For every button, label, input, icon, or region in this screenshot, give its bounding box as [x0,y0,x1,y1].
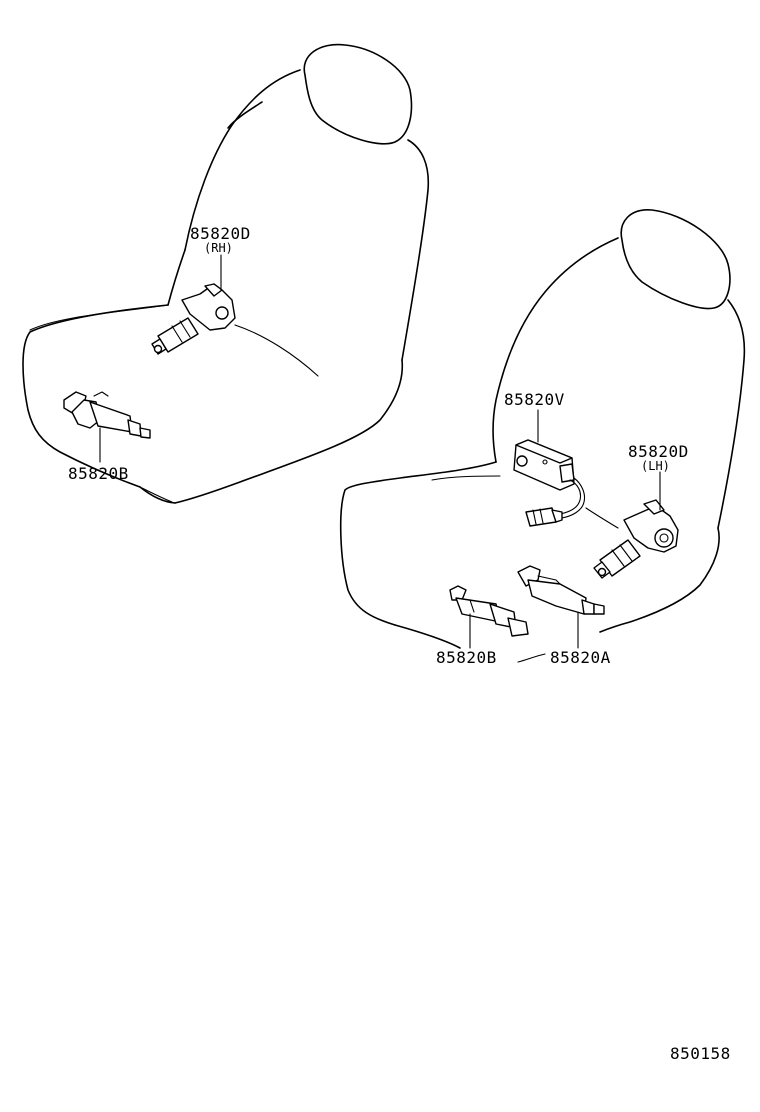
lh-switch-a [517,565,605,615]
lh-motor-part-number: 85820D [628,442,689,461]
lh-side-label: (LH) [641,459,670,473]
rh-switch-part-number: 85820B [68,464,129,483]
rh-switch [63,391,151,439]
lh-switch-b [449,585,529,637]
rh-motor-part-number: 85820D [190,224,251,243]
lh-switch-b-part-number: 85820B [436,648,497,667]
lh-seat-outline [339,209,746,663]
rh-seat-outline [22,43,430,504]
lh-motor [593,499,679,579]
lh-switch-a-part-number: 85820A [550,648,611,667]
rh-side-label: (RH) [204,241,233,255]
lh-module-part-number: 85820V [504,390,565,409]
illustration-number: 850158 [670,1044,731,1063]
rh-motor [151,283,236,355]
lh-module [513,439,586,527]
